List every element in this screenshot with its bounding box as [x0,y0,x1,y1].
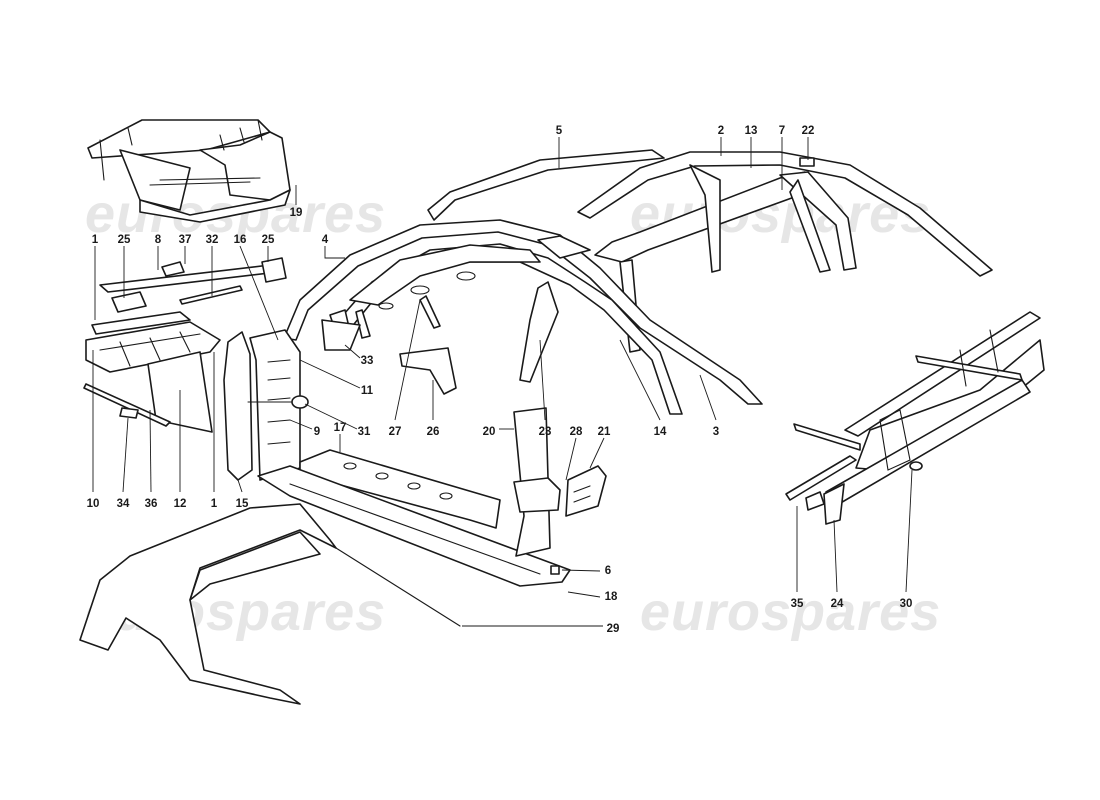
callout-label-21: 21 [598,426,611,438]
leader-lines [92,137,913,627]
callout-label-25: 25 [262,234,275,246]
callout-label-37: 37 [179,234,192,246]
callout-label-17: 17 [334,422,347,434]
b-pillar-inner-part [223,329,309,481]
rocker-panel-part [257,465,571,587]
callout-label-20: 20 [483,426,496,438]
nut-6-part [550,565,560,575]
callout-label-11: 11 [361,385,374,397]
callout-label-31: 31 [358,426,371,438]
callout-label-26: 26 [427,426,440,438]
callout-label-16: 16 [234,234,247,246]
callout-label-19: 19 [290,207,303,219]
callout-label-23: 23 [539,426,552,438]
callout-label-10: 10 [87,498,100,510]
a-pillar-part [519,281,559,383]
callout-label-18: 18 [605,591,618,603]
callout-label-14: 14 [654,426,667,438]
rear-bulkhead-frame-part [785,311,1045,525]
callout-label-34: 34 [117,498,130,510]
roof-frame-group-part [577,151,993,353]
callout-label-7: 7 [779,125,785,137]
callout-label-5: 5 [556,125,563,137]
callout-label-29: 29 [607,623,620,635]
callout-label-4: 4 [322,234,329,246]
callout-label-12: 12 [174,498,187,510]
callout-label-27: 27 [389,426,402,438]
callout-label-1: 1 [211,498,218,510]
callout-label-13: 13 [745,125,758,137]
bracket-33-part [321,309,361,351]
callout-label-24: 24 [831,598,844,610]
b-pillar-outer-part [513,407,607,557]
windscreen-frame-part [283,219,763,415]
callout-label-6: 6 [605,565,611,577]
callout-label-2: 2 [718,125,724,137]
callout-label-36: 36 [145,498,158,510]
bracket-26-part [399,347,457,395]
callout-label-30: 30 [900,598,913,610]
callout-label-35: 35 [791,598,804,610]
rear-frame-cage-part [87,119,291,223]
callout-label-9: 9 [314,426,320,438]
roof-rail-front-part [427,149,665,221]
callout-label-8: 8 [155,234,162,246]
watermark-bottom-right: eurospares [640,582,941,642]
rear-floor-cross-members-part [83,257,287,433]
callout-label-33: 33 [361,355,374,367]
callout-label-3: 3 [713,426,719,438]
callout-label-22: 22 [802,125,815,137]
callout-label-32: 32 [206,234,219,246]
callout-label-25: 25 [118,234,131,246]
callout-label-28: 28 [570,426,583,438]
callout-label-15: 15 [236,498,249,510]
callout-label-1: 1 [92,234,99,246]
targa-hoop-part [79,503,461,705]
